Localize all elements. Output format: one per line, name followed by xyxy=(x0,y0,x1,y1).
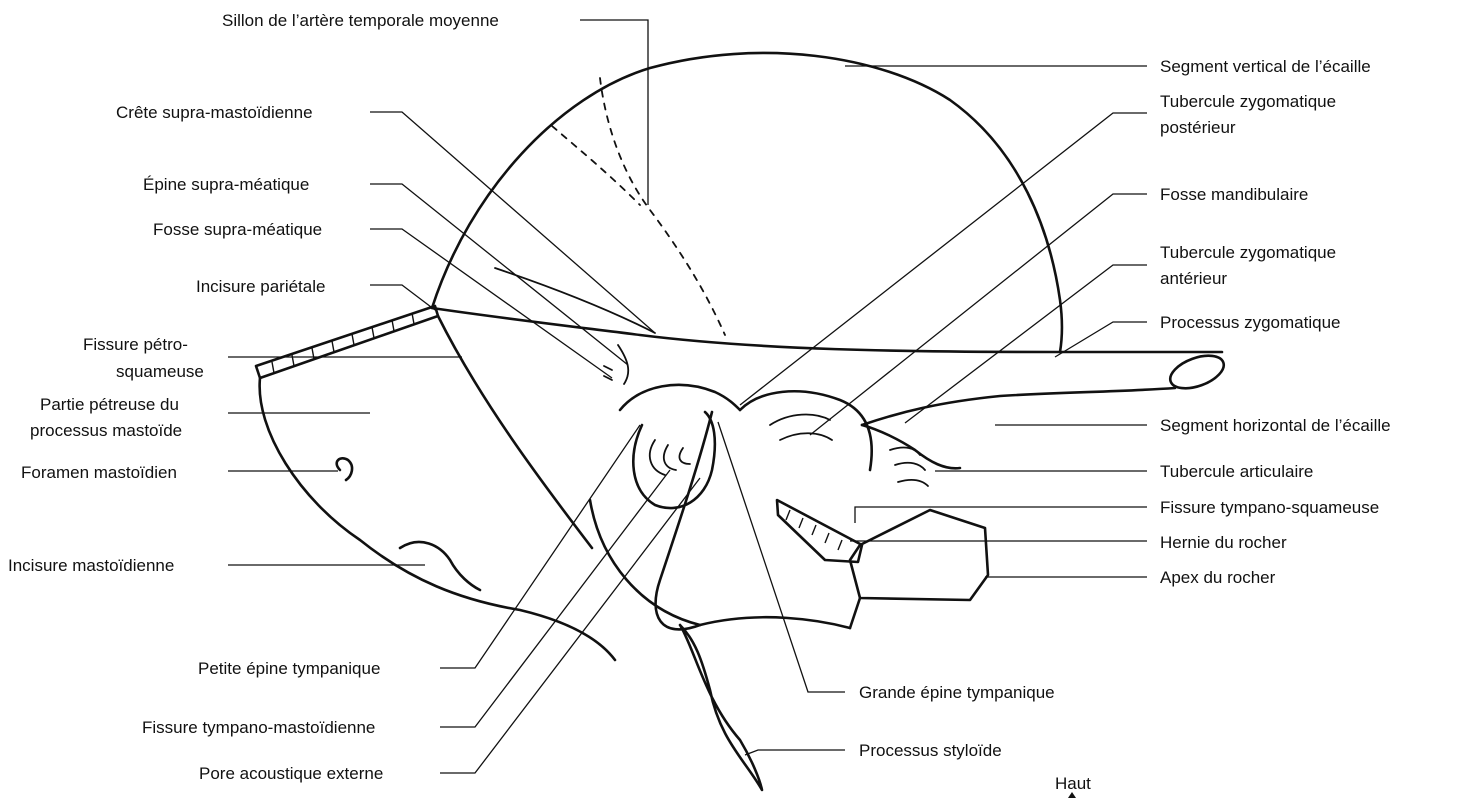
label-pore: Pore acoustique externe xyxy=(199,764,383,783)
label-fissure-tympano-squam: Fissure tympano-squameuse xyxy=(1160,498,1379,517)
label-tubercule-post-1: Tubercule zygomatique xyxy=(1160,92,1336,111)
label-fissure-petro-2: squameuse xyxy=(116,362,204,381)
label-styloide: Processus styloïde xyxy=(859,741,1002,760)
label-fosse-supra: Fosse supra-méatique xyxy=(153,220,322,239)
fossa-stroke-2 xyxy=(780,433,832,440)
label-processus-zygomatique: Processus zygomatique xyxy=(1160,313,1340,332)
meatus-rim xyxy=(620,385,740,410)
label-apex: Apex du rocher xyxy=(1160,568,1276,587)
label-incisure-parietale: Incisure pariétale xyxy=(196,277,325,296)
label-foramen: Foramen mastoïdien xyxy=(21,463,177,482)
label-sillon: Sillon de l’artère temporale moyenne xyxy=(222,11,499,30)
middle-temporal-groove xyxy=(600,78,725,335)
label-fosse-mandibulaire: Fosse mandibulaire xyxy=(1160,185,1308,204)
label-segment-vertical: Segment vertical de l’écaille xyxy=(1160,57,1371,76)
meatus-inner-3 xyxy=(679,448,690,464)
mastoid-division-line xyxy=(438,316,592,548)
labels: Sillon de l’artère temporale moyenne Crê… xyxy=(8,11,1391,793)
label-tubercule-articulaire: Tubercule articulaire xyxy=(1160,462,1313,481)
petro-squamous-hatch xyxy=(272,313,414,373)
tympanic-body xyxy=(656,412,850,629)
supramastoid-crest-line xyxy=(432,308,1222,352)
label-tubercule-post-2: postérieur xyxy=(1160,118,1236,137)
label-fissure-petro-1: Fissure pétro- xyxy=(83,335,188,354)
label-grande-epine: Grande épine tympanique xyxy=(859,683,1055,702)
styloid-process xyxy=(680,625,762,790)
articular-stroke-3 xyxy=(898,480,928,486)
mandibular-fossa xyxy=(740,391,872,470)
mastoid-outline xyxy=(260,378,615,660)
label-haut: Haut xyxy=(1055,774,1091,793)
mastoid-foramen xyxy=(337,458,352,480)
temporal-bone-drawing xyxy=(256,53,1228,790)
mastoid-incisure xyxy=(400,542,480,590)
label-tubercule-ant-2: antérieur xyxy=(1160,269,1227,288)
petrous-apex xyxy=(850,510,988,600)
meatus-inner-2 xyxy=(664,445,676,470)
petrous-apex-edge xyxy=(850,598,860,628)
label-crete: Crête supra-mastoïdienne xyxy=(116,103,313,122)
label-partie-petreuse-2: processus mastoïde xyxy=(30,421,182,440)
label-tubercule-ant-1: Tubercule zygomatique xyxy=(1160,243,1336,262)
label-fissure-tympano-mast: Fissure tympano-mastoïdienne xyxy=(142,718,375,737)
label-partie-petreuse-1: Partie pétreuse du xyxy=(40,395,179,414)
middle-temporal-branch xyxy=(552,126,640,205)
fossa-stroke-1 xyxy=(770,415,830,425)
label-incisure-mastoidienne: Incisure mastoïdienne xyxy=(8,556,174,575)
label-segment-horizontal: Segment horizontal de l’écaille xyxy=(1160,416,1391,435)
meatus-inner-1 xyxy=(650,440,665,475)
squama-outline xyxy=(432,53,1062,352)
label-epine-supra: Épine supra-méatique xyxy=(143,175,309,194)
tympanic-lower xyxy=(590,500,700,625)
petro-squamous-fissure xyxy=(256,306,438,378)
hernie-du-rocher xyxy=(777,500,862,562)
articular-tubercle xyxy=(862,425,960,468)
meatus-pore xyxy=(633,412,715,508)
articular-stroke-1 xyxy=(890,448,920,455)
label-petite-epine: Petite épine tympanique xyxy=(198,659,380,678)
articular-stroke-2 xyxy=(895,463,925,470)
label-hernie: Hernie du rocher xyxy=(1160,533,1287,552)
